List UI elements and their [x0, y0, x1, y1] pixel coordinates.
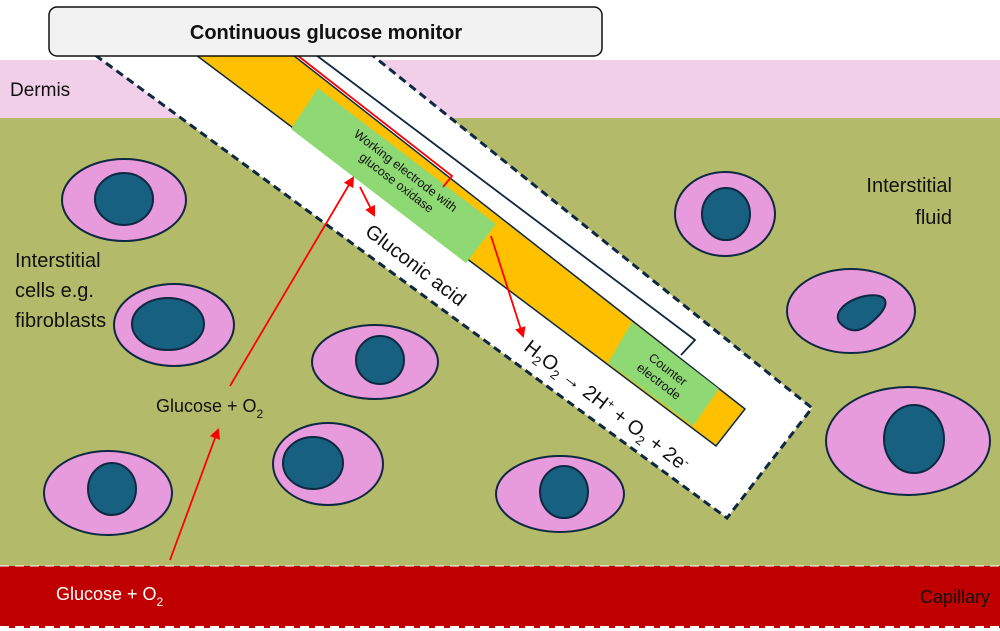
- glucose-fluid-label: Glucose + O2: [156, 396, 264, 421]
- working-electrode-wire: [296, 54, 454, 188]
- svg-text:Interstitial: Interstitial: [866, 175, 952, 197]
- cell: [272, 422, 384, 506]
- working-electrode: [291, 88, 496, 263]
- counter-electrode: [608, 322, 719, 426]
- svg-text:Interstitial: Interstitial: [15, 250, 101, 272]
- cell: [674, 171, 776, 257]
- svg-text:fluid: fluid: [915, 207, 952, 229]
- interstitial-fluid-label: Interstitial fluid: [866, 175, 952, 229]
- arrow-to-gluconic-acid: [359, 186, 375, 217]
- cells: [43, 158, 991, 536]
- capillary-label: Capillary: [920, 587, 990, 607]
- cell: [43, 450, 173, 536]
- cell: [825, 386, 991, 496]
- svg-text:fibroblasts: fibroblasts: [15, 310, 106, 332]
- glucose-capillary-label: Glucose + O2: [56, 584, 164, 609]
- arrow-capillary-to-fluid: [169, 427, 221, 561]
- arrow-fluid-to-electrode: [229, 176, 355, 387]
- dermis-label: Dermis: [10, 80, 70, 101]
- capillary-layer: [0, 566, 1000, 628]
- counter-electrode-wire: [315, 54, 697, 356]
- arrow-to-h2o2: [490, 235, 526, 339]
- cell: [113, 283, 235, 367]
- title: Continuous glucose monitor: [190, 22, 462, 44]
- cell: [311, 324, 439, 400]
- title-box: [48, 6, 603, 57]
- cell: [786, 268, 916, 354]
- cell: [495, 455, 625, 533]
- cell: [61, 158, 187, 242]
- interstitial-cells-label: Interstitial cells e.g. fibroblasts: [15, 250, 106, 332]
- svg-text:cells e.g.: cells e.g.: [15, 280, 94, 302]
